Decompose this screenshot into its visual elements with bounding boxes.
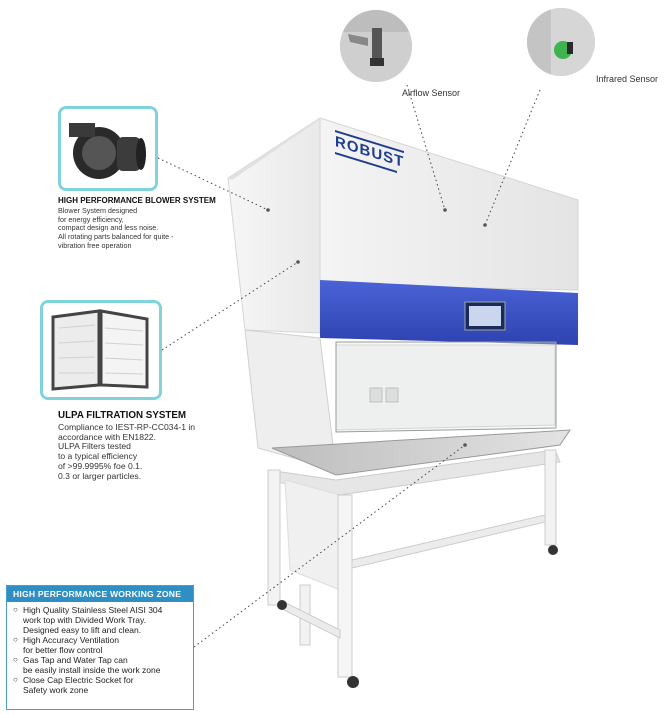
ulpa-filter-image — [40, 300, 162, 400]
under-cabinet — [284, 479, 341, 591]
description-line: vibration free operation — [58, 240, 132, 250]
caster-wheel — [277, 600, 287, 610]
callout-line-airflow — [406, 84, 446, 211]
glass-sash — [335, 341, 557, 433]
circle-bullet-icon: ○ — [13, 635, 18, 645]
stand-leg — [337, 494, 353, 678]
callout-line-infrared — [484, 89, 541, 226]
blower-image — [58, 106, 158, 191]
sensor-icon — [340, 10, 412, 82]
caster-wheel — [548, 545, 558, 555]
list-item: ○ Close Cap Electric Socket for Safety w… — [13, 675, 134, 696]
airflow-sensor-image — [340, 10, 412, 82]
work-tray — [271, 429, 571, 476]
vent — [385, 387, 399, 403]
description-line: to a typical efficiency — [58, 451, 138, 462]
description-line: 0.3 or larger particles. — [58, 470, 142, 481]
description-line: ULPA Filters tested — [58, 441, 131, 452]
infrared-sensor-image — [527, 8, 595, 76]
infrared-sensor-label: Infrared Sensor — [596, 74, 659, 84]
description-line: compact design and less noise. — [58, 223, 159, 233]
working-zone-box: HIGH PERFORMANCE WORKING ZONE ○ High Qua… — [6, 585, 194, 710]
description-line: of >99.9995% foe 0.1. — [58, 460, 143, 471]
description-line: Compliance to IEST-RP-CC034-1 in — [58, 422, 196, 432]
description-line: for energy efficiency, — [58, 214, 124, 224]
vent — [369, 387, 383, 403]
ulpa-description: Compliance to IEST-RP-CC034-1 in accorda… — [58, 422, 196, 481]
description-line: Blower System designed — [58, 206, 138, 215]
stand-leg — [267, 469, 281, 606]
description-line: accordance with EN1822. — [58, 431, 156, 442]
list-item: ○ High Accuracy Ventilation for better f… — [13, 635, 119, 656]
cabinet-roof — [228, 118, 322, 180]
list-item: ○ High Quality Stainless Steel AISI 304 … — [13, 605, 163, 636]
filter-icon — [43, 303, 159, 397]
stand-crossbar — [351, 514, 546, 569]
ulpa-title: ULPA FILTRATION SYSTEM — [58, 410, 187, 421]
blower-description: Blower System designed for energy effici… — [58, 206, 174, 250]
airflow-sensor-label: Airflow Sensor — [402, 88, 461, 98]
blower-title: HIGH PERFORMANCE BLOWER SYSTEM — [58, 196, 216, 205]
circle-bullet-icon: ○ — [13, 675, 18, 685]
circle-bullet-icon: ○ — [13, 605, 18, 614]
working-zone-list: ○ High Quality Stainless Steel AISI 304 … — [7, 605, 193, 695]
stand-leg — [544, 449, 557, 546]
circle-bullet-icon: ○ — [13, 655, 18, 665]
working-zone-title: HIGH PERFORMANCE WORKING ZONE — [7, 586, 193, 602]
control-panel-band — [320, 280, 578, 345]
infrared-sensor-icon — [527, 8, 595, 76]
caster-wheel — [347, 676, 359, 688]
list-item: ○ Gas Tap and Water Tap can be easily in… — [13, 655, 161, 676]
description-line: All rotating parts balanced for quite - — [58, 231, 174, 241]
blower-icon — [61, 109, 155, 188]
